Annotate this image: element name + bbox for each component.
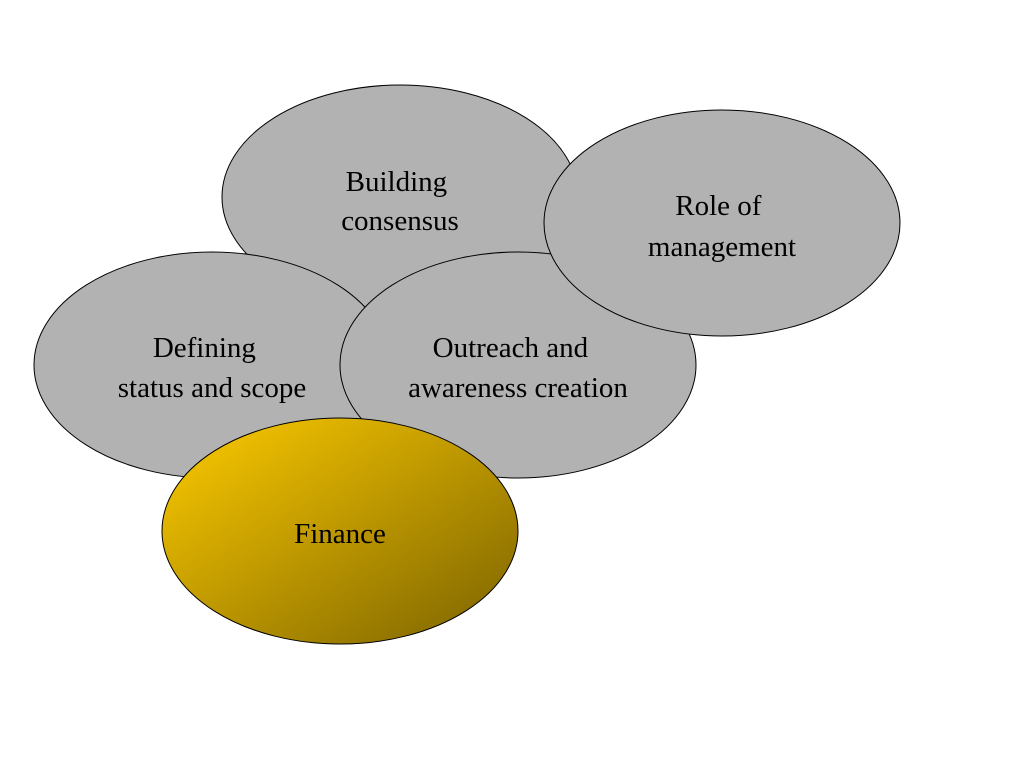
building-consensus-label: Building consensus: [341, 166, 459, 237]
building-consensus-line-2: consensus: [341, 205, 459, 237]
finance-label: Finance: [294, 518, 386, 550]
outreach-awareness-line-1: Outreach and: [433, 332, 589, 364]
role-of-management-line-2: management: [648, 231, 796, 263]
building-consensus-line-1: Building: [346, 166, 448, 198]
defining-status-scope-line-1: Defining: [153, 332, 256, 364]
defining-status-scope-label: Defining status and scope: [118, 332, 306, 404]
node-finance: Finance: [161, 417, 519, 645]
node-role-of-management: Role of management: [543, 109, 901, 337]
outreach-awareness-line-2: awareness creation: [408, 372, 628, 404]
role-of-management-label: Role of management: [648, 190, 796, 263]
role-of-management-line-1: Role of: [675, 190, 762, 222]
finance-ellipse: [161, 417, 519, 645]
role-of-management-ellipse: [543, 109, 901, 337]
defining-status-scope-line-2: status and scope: [118, 372, 306, 404]
outreach-awareness-label: Outreach and awareness creation: [408, 332, 628, 404]
